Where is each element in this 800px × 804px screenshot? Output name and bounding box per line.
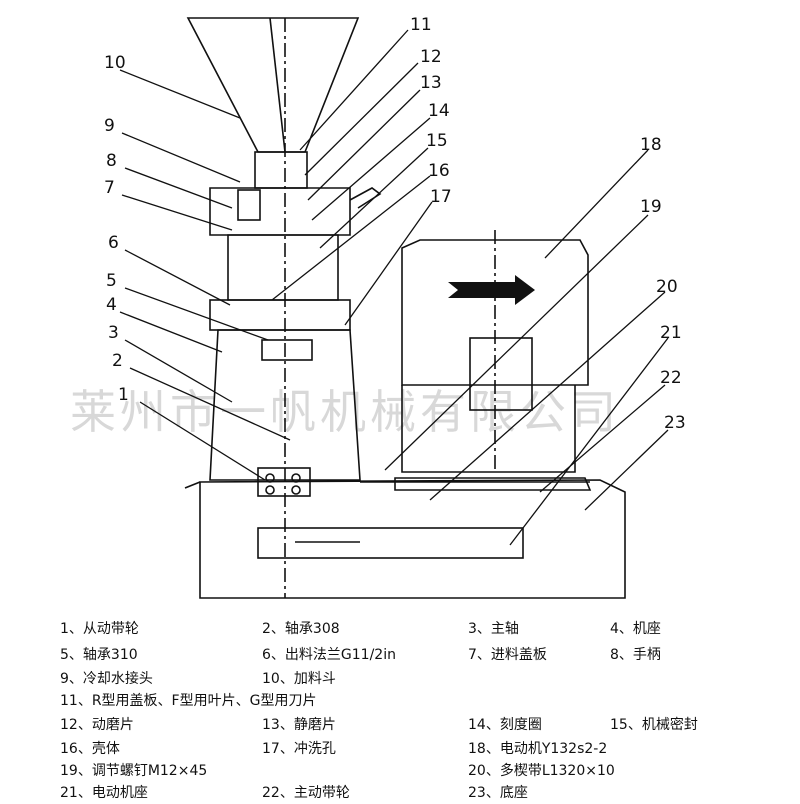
legend-item: 18、电动机Y132s2-2	[468, 741, 608, 757]
callout-22: 22	[660, 368, 682, 388]
legend-item: 4、机座	[610, 621, 661, 637]
callout-15: 15	[426, 131, 448, 151]
callout-3: 3	[108, 323, 119, 343]
callout-11: 11	[410, 15, 432, 35]
legend-item: 23、底座	[468, 785, 528, 801]
legend-item: 21、电动机座	[60, 785, 148, 801]
legend-item: 22、主动带轮	[262, 785, 350, 801]
water-joint	[237, 189, 261, 221]
callout-16: 16	[428, 161, 450, 181]
bearing-block	[261, 339, 313, 361]
legend-item: 9、冷却水接头	[60, 671, 153, 687]
leader-lines	[119, 29, 669, 546]
hopper-neck	[254, 151, 308, 189]
legend-item: 5、轴承310	[60, 647, 138, 663]
upper-cover	[209, 187, 351, 236]
motor-lower	[401, 385, 576, 473]
legend-item: 16、壳体	[60, 741, 120, 757]
legend-item: 11、R型用盖板、F型用叶片、G型用刀片	[60, 693, 317, 709]
handle	[349, 187, 382, 209]
callout-4: 4	[106, 295, 117, 315]
legend-item: 10、加料斗	[262, 671, 336, 687]
rotation-arrow-icon	[448, 275, 535, 305]
base-slot	[257, 527, 524, 559]
legend-row: 16、壳体 17、冲洗孔 18、电动机Y132s2-2	[0, 738, 800, 760]
callout-12: 12	[420, 47, 442, 67]
callout-20: 20	[656, 277, 678, 297]
legend-item: 17、冲洗孔	[262, 741, 336, 757]
motor-box	[469, 337, 533, 411]
callout-6: 6	[108, 233, 119, 253]
watermark-text: 莱州市一帆机械有限公司	[70, 385, 620, 439]
legend-item: 1、从动带轮	[60, 621, 139, 637]
callout-13: 13	[420, 73, 442, 93]
legend-item: 2、轴承308	[262, 621, 340, 637]
legend-item: 7、进料盖板	[468, 647, 547, 663]
legend-item: 6、出料法兰G11/2in	[262, 647, 396, 663]
hopper-line	[269, 17, 286, 153]
callout-1: 1	[118, 385, 129, 405]
callout-5: 5	[106, 271, 117, 291]
legend-item: 19、调节螺钉M12×45	[60, 763, 208, 779]
callout-21: 21	[660, 323, 682, 343]
legend-row: 9、冷却水接头 10、加料斗	[0, 668, 800, 690]
callout-17: 17	[430, 187, 452, 207]
callout-10: 10	[104, 53, 126, 73]
legend-item: 14、刻度圈	[468, 717, 542, 733]
legend-item: 20、多楔带L1320×10	[468, 763, 615, 779]
legend-item: 8、手柄	[610, 647, 661, 663]
callout-7: 7	[104, 178, 115, 198]
callout-9: 9	[104, 116, 115, 136]
callout-18: 18	[640, 135, 662, 155]
legend-row: 11、R型用盖板、F型用叶片、G型用刀片	[0, 690, 800, 712]
base-edge	[184, 481, 201, 489]
hopper	[186, 17, 360, 153]
base-outline	[199, 479, 626, 599]
legend-row: 5、轴承310 6、出料法兰G11/2in 7、进料盖板 8、手柄	[0, 644, 800, 666]
legend-row: 12、动磨片 13、静磨片 14、刻度圈 15、机械密封	[0, 714, 800, 736]
callout-8: 8	[106, 151, 117, 171]
motor-seat	[394, 477, 592, 491]
legend-item: 13、静磨片	[262, 717, 336, 733]
callout-23: 23	[664, 413, 686, 433]
legend-row: 1、从动带轮 2、轴承308 3、主轴 4、机座	[0, 618, 800, 640]
legend-row: 21、电动机座 22、主动带轮 23、底座	[0, 782, 800, 804]
callout-2: 2	[112, 351, 123, 371]
legend-item: 15、机械密封	[610, 717, 698, 733]
legend-item: 3、主轴	[468, 621, 519, 637]
callout-19: 19	[640, 197, 662, 217]
legend-row: 19、调节螺钉M12×45 20、多楔带L1320×10	[0, 760, 800, 782]
legend-item: 12、动磨片	[60, 717, 134, 733]
housing-flange	[209, 299, 351, 331]
callout-14: 14	[428, 101, 450, 121]
grinding-housing	[227, 234, 339, 301]
pulley-plate	[257, 467, 311, 497]
